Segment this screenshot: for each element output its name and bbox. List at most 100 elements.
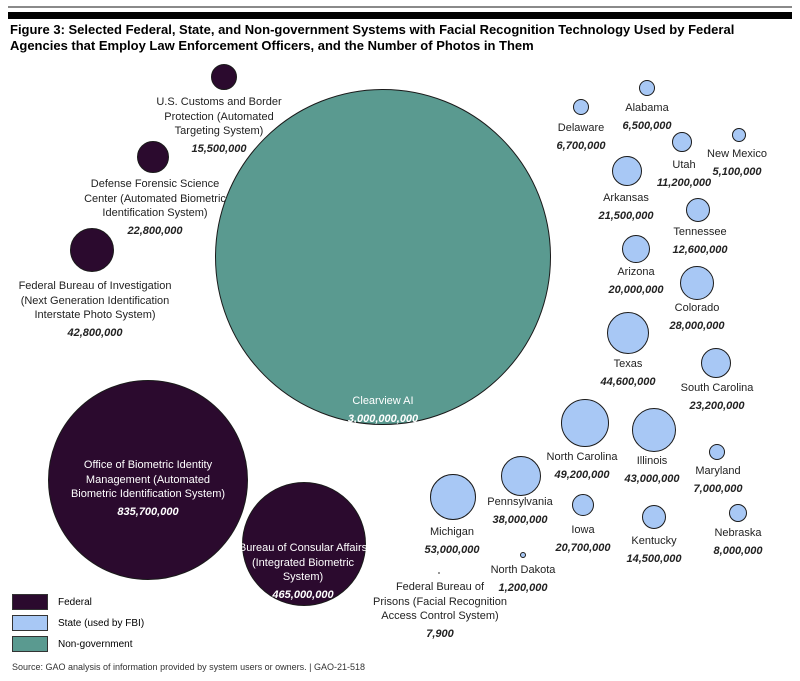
figure-title: Figure 3: Selected Federal, State, and N… [10, 22, 735, 53]
bubble-label: Bureau of Consular Affairs(Integrated Bi… [239, 541, 367, 602]
bubble-value: 42,800,000 [67, 326, 123, 339]
bubble-name: Arizona [617, 266, 655, 278]
bubble-value: 44,600,000 [600, 375, 656, 388]
bubble-arizona [622, 235, 650, 263]
bubble-value: 835,700,000 [117, 505, 179, 518]
bubble-pennsylvania [501, 456, 541, 496]
bubble-north-carolina [561, 399, 609, 447]
top-rule [8, 6, 792, 8]
bubble-label: Federal Bureau of Investigation(Next Gen… [19, 279, 172, 340]
bubble-name: Illinois [636, 455, 668, 467]
bubble-value: 38,000,000 [492, 513, 548, 526]
bubble-value: 21,500,000 [598, 209, 654, 222]
legend-swatch [12, 615, 48, 631]
bubble-name: Tennessee [673, 226, 727, 238]
bubble-value: 22,800,000 [127, 224, 183, 237]
bubble-value: 20,700,000 [555, 541, 611, 554]
legend-swatch [12, 594, 48, 610]
bubble-arkansas [612, 156, 642, 186]
bubble-name: North Dakota [490, 564, 556, 576]
bubble-value: 11,200,000 [656, 176, 712, 189]
bubble-new-mexico [732, 128, 746, 142]
bubble-south-carolina [701, 348, 731, 378]
legend-swatch [12, 636, 48, 652]
bubble-label: Maryland 7,000,000 [694, 464, 743, 496]
bubble-label: Texas 44,600,000 [600, 357, 655, 389]
bubble-value: 7,900 [426, 627, 454, 640]
bubble-name: North Carolina [546, 451, 618, 463]
bubble-name: Utah [672, 159, 696, 171]
bubble-name: South Carolina [680, 382, 754, 394]
bubble-name: Federal Bureau of Investigation(Next Gen… [18, 280, 172, 321]
bubble-name: New Mexico [707, 148, 767, 160]
bubble-name: Alabama [625, 102, 669, 114]
bubble-name: Clearview AI [352, 395, 414, 407]
bubble-value: 1,200,000 [498, 581, 548, 594]
bubble-label: Alabama 6,500,000 [623, 101, 672, 133]
bubble-office-of-biometric-identity-management- [48, 380, 248, 580]
bubble-label: Delaware 6,700,000 [557, 121, 606, 153]
bubble-name: Colorado [674, 302, 720, 314]
bubble-value: 6,700,000 [556, 139, 606, 152]
bubble-name: Delaware [557, 122, 605, 134]
bubble-colorado [680, 266, 714, 300]
bubble-federal-bureau-of-prisons-facial-recogni [438, 572, 440, 574]
bubble-label: Kentucky 14,500,000 [626, 534, 681, 566]
bubble-name: Texas [613, 358, 643, 370]
bubble-value: 3,000,000,000 [347, 412, 419, 425]
bubble-michigan [430, 474, 476, 520]
source-note: Source: GAO analysis of information prov… [12, 662, 365, 672]
legend-label: State (used by FBI) [58, 617, 145, 629]
bubble-label: North Dakota 1,200,000 [491, 563, 556, 595]
bubble-bureau-of-consular-affairs-integrated-bi [242, 482, 366, 606]
bubble-value: 53,000,000 [424, 543, 480, 556]
bubble-iowa [572, 494, 594, 516]
bubble-clearview-ai [215, 89, 551, 425]
bubble-label: Michigan 53,000,000 [424, 525, 479, 557]
bubble-value: 15,500,000 [191, 142, 247, 155]
bubble-maryland [709, 444, 725, 460]
bubble-label: Arizona 20,000,000 [608, 265, 663, 297]
bubble-name: Michigan [429, 526, 475, 538]
bubble-value: 28,000,000 [669, 319, 725, 332]
bubble-label: South Carolina 23,200,000 [681, 381, 754, 413]
bubble-label: Iowa 20,700,000 [555, 523, 610, 555]
top-bar [8, 12, 792, 19]
bubble-name: Pennsylvania [487, 496, 553, 508]
legend-label: Non-government [58, 638, 133, 650]
bubble-value: 14,500,000 [626, 552, 682, 565]
bubble-delaware [573, 99, 589, 115]
bubble-label: Pennsylvania 38,000,000 [487, 495, 552, 527]
bubble-name: Kentucky [631, 535, 677, 547]
bubble-value: 23,200,000 [689, 399, 745, 412]
bubble-name: Maryland [695, 465, 741, 477]
bubble-value: 6,500,000 [622, 119, 672, 132]
bubble-texas [607, 312, 649, 354]
bubble-name: Bureau of Consular Affairs(Integrated Bi… [238, 542, 368, 583]
bubble-value: 49,200,000 [554, 468, 610, 481]
bubble-label: North Carolina 49,200,000 [547, 450, 618, 482]
bubble-name: Iowa [571, 524, 595, 536]
bubble-value: 7,000,000 [693, 482, 743, 495]
legend-label: Federal [58, 596, 92, 608]
bubble-value: 12,600,000 [672, 243, 728, 256]
bubble-name: Arkansas [603, 192, 649, 204]
bubble-alabama [639, 80, 655, 96]
bubble-value: 20,000,000 [608, 283, 664, 296]
bubble-illinois [632, 408, 676, 452]
bubble-kentucky [642, 505, 666, 529]
bubble-defense-forensic-science-center-automate [137, 141, 169, 173]
bubble-utah [672, 132, 692, 152]
bubble-label: Utah 11,200,000 [657, 158, 711, 190]
bubble-north-dakota [520, 552, 526, 558]
